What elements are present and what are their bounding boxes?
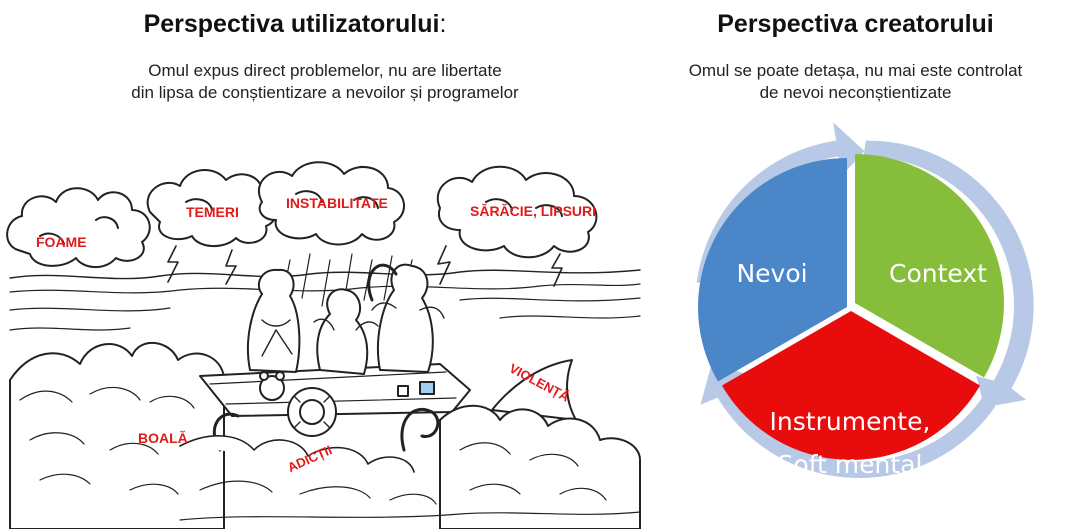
storm-cloud-saracie — [436, 165, 598, 259]
segment-nevoi-label: Nevoi — [736, 259, 807, 288]
segment-context — [855, 154, 1004, 378]
storm-cloud-left — [6, 187, 151, 268]
segment-context-label: Context — [889, 259, 987, 288]
segment-instrumente-label-1: Instrumente, — [770, 407, 931, 436]
creator-perspective-subtitle: Omul se poate detașa, nu mai este contro… — [640, 60, 1071, 104]
user-perspective-subtitle: Omul expus direct problemelor, nu are li… — [0, 60, 650, 104]
title-colon: : — [439, 10, 447, 38]
figure-right — [377, 263, 434, 373]
teddy-bear — [259, 375, 285, 401]
wave-left — [9, 341, 225, 529]
label-temeri: TEMERI — [186, 204, 239, 220]
figure-center — [316, 288, 369, 375]
storm-boat-illustration: FOAME TEMERI INSTABILITATE SĂRĂCIE, LIPS… — [6, 161, 641, 529]
user-perspective-title: Perspectiva utilizatorului: — [0, 10, 590, 39]
storm-cloud-instabilitate — [258, 161, 405, 246]
tentacle-bottom — [400, 408, 440, 452]
tentacle-right — [367, 263, 398, 302]
creator-subtitle-line-1: Omul se poate detașa, nu mai este contro… — [688, 61, 1023, 80]
segment-instrumente-label-2: Soft mental — [778, 450, 923, 479]
user-subtitle-line-2: din lipsa de conștientizare a nevoilor ș… — [131, 83, 519, 102]
label-saracie: SĂRĂCIE, LIPSURI — [470, 203, 596, 219]
label-instabilitate: INSTABILITATE — [286, 195, 388, 211]
label-boala: BOALĂ — [138, 430, 188, 446]
ring-arrow-bottom — [700, 363, 996, 479]
label-foame: FOAME — [36, 234, 87, 250]
cycle-diagram: Nevoi Context Instrumente, Soft mental — [696, 122, 1034, 479]
shark-fin — [491, 359, 577, 421]
figure-left — [246, 268, 301, 373]
segment-nevoi — [698, 158, 847, 382]
wave-right — [439, 404, 641, 529]
ring-arrow-right — [863, 140, 1034, 408]
user-perspective-title-text: Perspectiva utilizatorului — [143, 10, 440, 38]
creator-perspective-title: Perspectiva creatorului — [717, 10, 994, 38]
segment-instrumente — [722, 311, 980, 460]
user-subtitle-line-1: Omul expus direct problemelor, nu are li… — [148, 61, 502, 80]
creator-subtitle-line-2: de nevoi neconștientizate — [759, 83, 952, 102]
